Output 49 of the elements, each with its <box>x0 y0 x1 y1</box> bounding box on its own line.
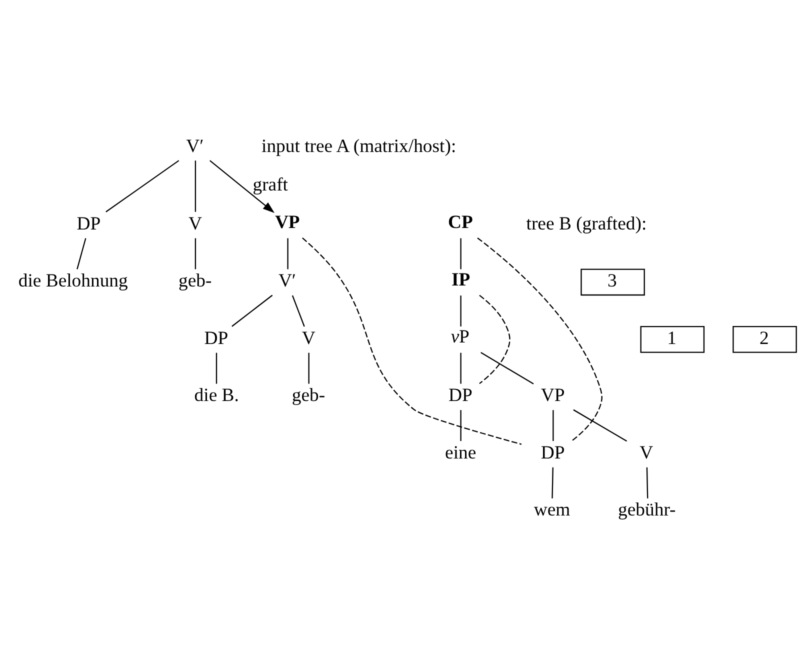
connector <box>646 466 648 498</box>
node-text: vP <box>450 326 469 348</box>
connector <box>76 238 86 269</box>
node-text: V <box>301 327 315 348</box>
connector <box>286 238 288 269</box>
node-text: gebühr- <box>618 499 676 520</box>
connector <box>194 160 196 212</box>
node-text: VP <box>540 384 564 406</box>
connector <box>291 294 304 326</box>
arrow <box>209 160 274 212</box>
node-text: V′ <box>186 136 204 157</box>
connector <box>460 295 461 326</box>
node-box: 1 <box>640 326 704 352</box>
connector <box>460 410 461 441</box>
node-text: DP <box>76 212 100 234</box>
label: tree B (grafted): <box>526 212 646 234</box>
connector <box>215 352 217 384</box>
node-text: geb- <box>291 384 325 406</box>
node-text: V′ <box>278 270 296 292</box>
edge-label: graft <box>252 174 288 196</box>
node-text: IP <box>450 268 470 290</box>
connector <box>460 352 461 384</box>
node-text: geb- <box>178 270 212 292</box>
connector <box>460 238 461 269</box>
connector <box>476 237 602 441</box>
node-text: die Belohnung <box>18 270 128 292</box>
connector <box>480 352 534 384</box>
connector <box>551 466 553 498</box>
connector <box>308 352 309 384</box>
node-text: DP <box>448 384 472 406</box>
node-text: DP <box>204 327 228 348</box>
connector <box>572 408 627 442</box>
node-text: DP <box>540 442 564 463</box>
node-text: wem <box>533 499 570 520</box>
connector <box>194 238 196 269</box>
node-box: 2 <box>732 326 796 352</box>
node-text: V <box>188 212 202 234</box>
connector <box>478 294 510 384</box>
connector <box>105 160 179 212</box>
label: input tree A (matrix/host): <box>261 136 456 157</box>
node-text: CP <box>447 212 472 233</box>
connector <box>302 237 522 444</box>
node-text: die B. <box>194 384 238 406</box>
connector <box>552 410 554 441</box>
node-box: 3 <box>580 268 644 296</box>
node-text: VP <box>274 212 300 233</box>
connector <box>231 294 272 326</box>
node-text: V <box>639 442 653 463</box>
node-text: eine <box>444 442 476 463</box>
